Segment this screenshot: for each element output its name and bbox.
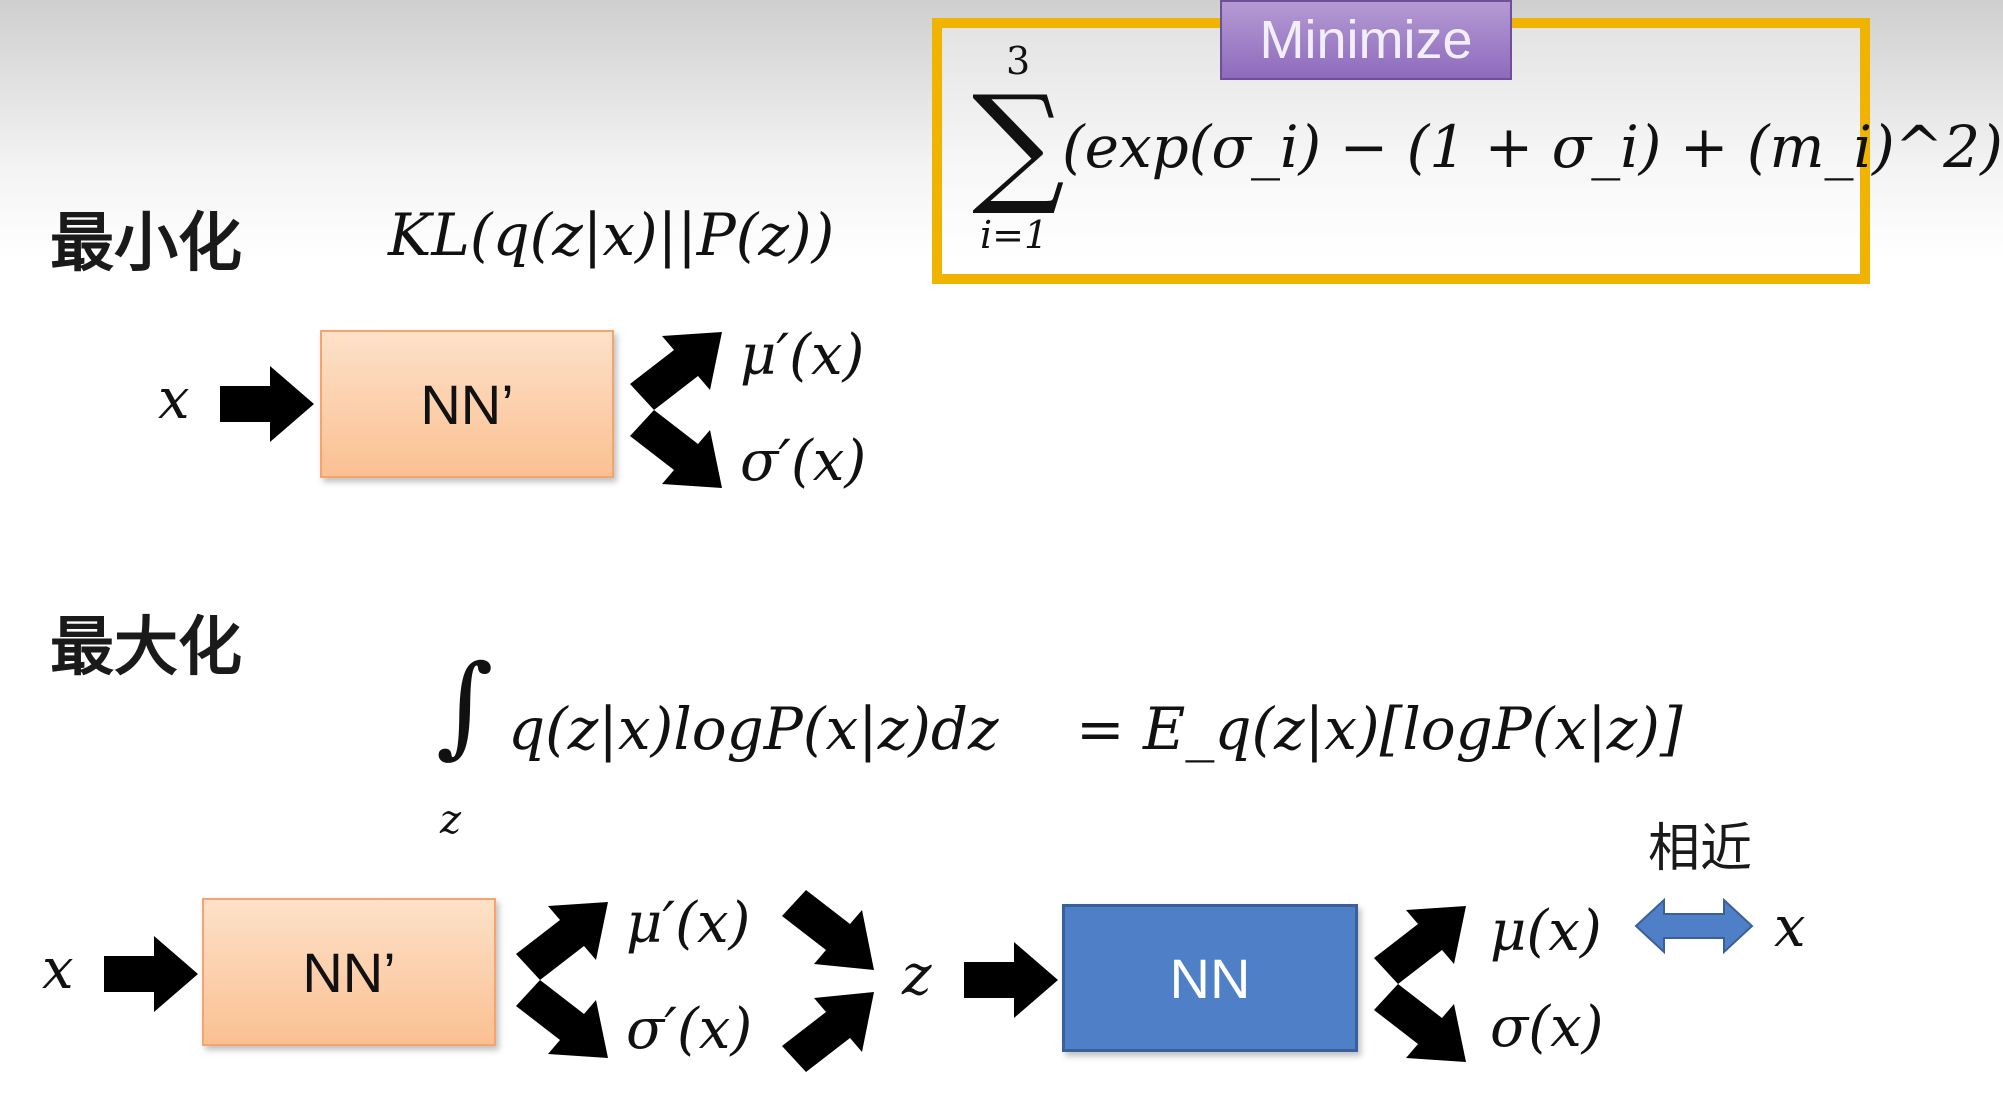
encoder-input-x: x — [158, 367, 190, 432]
mu-to-z-arrow — [782, 890, 874, 970]
pipeline-sigma-prime: σ′(x) — [626, 997, 753, 1062]
pipeline-input-arrow — [104, 936, 198, 1012]
encoder-input-arrow — [220, 366, 314, 442]
pipeline-input-x: x — [42, 937, 74, 1002]
sum-body-text: (exp(σ_i) − (1 + σ_i) + (m_i)^2) — [1062, 113, 2003, 181]
decoder-sigma-output: σ(x) — [1490, 995, 1604, 1060]
minimize-tag: Minimize — [1220, 0, 1512, 80]
decoder-box-label: NN — [1169, 946, 1251, 1010]
sum-sigma-symbol: ∑ — [972, 67, 1065, 219]
integral-lower-limit: z — [440, 797, 462, 843]
decoder-sigma-arrow — [1374, 984, 1466, 1062]
latent-z: z — [902, 943, 932, 1008]
integral-body: q(z|x)logP(x|z)dz — [508, 695, 999, 763]
minimize-heading: 最小化 — [50, 207, 242, 281]
decoder-mu-arrow — [1374, 906, 1466, 984]
pipeline-mu-prime: μ′(x) — [626, 891, 751, 956]
encoder-box-bottom-label: NN’ — [302, 940, 396, 1004]
encoder-sigma-arrow-top — [630, 410, 722, 488]
kl-divergence-formula: KL(q(z|x)||P(z)) — [388, 201, 835, 269]
encoder-mu-arrow-top — [630, 332, 722, 410]
sum-lower-limit: i=1 — [980, 213, 1049, 257]
encoder-sigma-output-top: σ′(x) — [740, 429, 867, 494]
encoder-mu-arrow-bottom — [516, 902, 608, 980]
encoder-mu-output-top: μ′(x) — [740, 323, 865, 388]
maximize-heading: 最大化 — [50, 611, 242, 685]
encoder-box-bottom: NN’ — [202, 898, 496, 1046]
expectation-rhs: = E_q(z|x)[logP(x|z)] — [1076, 695, 1683, 763]
reconstruction-target-x: x — [1774, 895, 1806, 960]
decoder-mu-output: μ(x) — [1490, 899, 1602, 964]
encoder-box-top-label: NN’ — [420, 372, 514, 436]
latent-to-decoder-arrow — [964, 942, 1058, 1018]
sum-upper-limit: 3 — [1006, 39, 1031, 83]
sigma-to-z-arrow — [782, 992, 874, 1072]
similar-label: 相近 — [1648, 819, 1753, 879]
decoder-box: NN — [1062, 904, 1358, 1052]
similarity-double-arrow — [1634, 897, 1754, 955]
sum-body: (exp(σ_i) − (1 + σ_i) + (m_i)^2) — [1062, 118, 2003, 176]
encoder-sigma-arrow-bottom — [516, 980, 608, 1058]
integral-sign: ∫ — [436, 641, 494, 769]
encoder-box-top: NN’ — [320, 330, 614, 478]
